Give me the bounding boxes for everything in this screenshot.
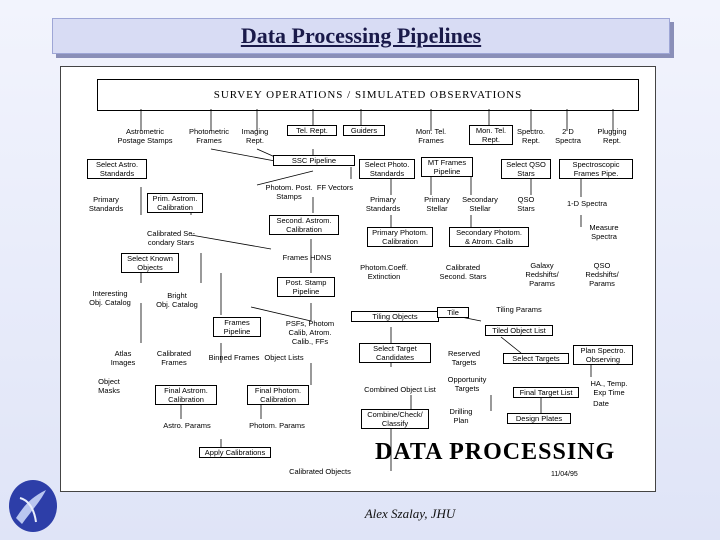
calibrated-second-stars-node: Calibrated Second. Stars	[439, 263, 487, 281]
object-lists-node: Object Lists	[264, 353, 304, 362]
slide-title: Data Processing Pipelines	[52, 18, 670, 54]
imaging-rept-node: Imaging Rept.	[241, 127, 269, 145]
design-plates-node: Design Plates	[507, 413, 571, 424]
select-target-candidates-node: Select Target Candidates	[359, 343, 431, 363]
final-photom-calibration-node: Final Photom. Calibration	[247, 385, 309, 405]
photom-coeff-extinction-node: Photom.Coeff. Extinction	[360, 263, 408, 281]
primary-standards-left-node: Primary Standards	[88, 195, 124, 213]
secondary-stellar-node: Secondary Stellar	[462, 195, 498, 213]
tiling-params-node: Tiling Params	[496, 305, 542, 314]
primary-stellar-node: Primary Stellar	[424, 195, 450, 213]
guiders-node: Guiders	[343, 125, 385, 136]
diagram-date: 11/04/95	[551, 471, 578, 478]
one-d-spectra-node: 1-D Spectra	[566, 199, 608, 208]
combined-object-list-node: Combined Object List	[364, 385, 436, 394]
select-photo-standards-node: Select Photo. Standards	[359, 159, 415, 179]
calibrated-frames-node: Calibrated Frames	[156, 349, 192, 367]
final-target-list-node: Final Target List	[513, 387, 579, 398]
two-d-spectra-node: 2 D Spectra	[555, 127, 581, 145]
survey-operations-banner: SURVEY OPERATIONS / SIMULATED OBSERVATIO…	[97, 79, 639, 111]
data-processing-title: DATA PROCESSING	[375, 439, 616, 465]
ssc-pipeline-node: SSC Pipeline	[273, 155, 355, 166]
drilling-plan-node: Drilling Plan	[449, 407, 473, 425]
primary-standards-mid-node: Primary Standards	[365, 195, 401, 213]
post-stamp-pipeline-node: Post. Stamp Pipeline	[277, 277, 335, 297]
plan-spectro-observing-node: Plan Spectro. Observing	[573, 345, 633, 365]
psfs-photom-calib-node: PSFs, Photom Calib, Atrom. Calib., FFs	[285, 319, 335, 346]
spectro-rept-node: Spectro. Rept.	[517, 127, 545, 145]
galaxy-logo-icon	[9, 480, 57, 532]
date-node: Date	[593, 399, 609, 408]
mt-frames-pipeline-node: MT Frames Pipeline	[421, 157, 473, 177]
final-astrom-calibration-node: Final Astrom. Calibration	[155, 385, 217, 405]
ha-temp-exp-time-node: HA., Temp. Exp Time	[590, 379, 628, 397]
select-qso-stars-node: Select QSO Stars	[501, 159, 551, 179]
apply-calibrations-node: Apply Calibrations	[199, 447, 271, 458]
calibrated-secondary-stars-node: Calibrated Se- condary Stars	[147, 229, 195, 247]
qso-stars-node: QSO Stars	[517, 195, 535, 213]
mon-tel-frames-node: Mon. Tel. Frames	[415, 127, 447, 145]
opportunity-targets-node: Opportunity Targets	[447, 375, 487, 393]
binned-frames-node: Binned Frames	[208, 353, 260, 362]
reserved-targets-node: Reserved Targets	[447, 349, 481, 367]
bright-obj-catalog-node: Bright Obj. Catalog	[156, 291, 198, 309]
astro-params-node: Astro. Params	[163, 421, 211, 430]
photom-post-stamps-node: Photom. Post. Stamps	[265, 183, 313, 201]
primary-photom-calibration-node: Primary Photom. Calibration	[367, 227, 433, 247]
qso-redshifts-node: QSO Redshifts/ Params	[585, 261, 619, 288]
mon-tel-rept-node: Mon. Tel. Rept.	[469, 125, 513, 145]
spectroscopic-frames-pipe-node: Spectroscopic Frames Pipe.	[559, 159, 633, 179]
object-masks-node: Object Masks	[98, 377, 120, 395]
photom-params-node: Photom. Params	[249, 421, 305, 430]
select-known-objects-node: Select Known Objects	[121, 253, 179, 273]
tile-node: Tile	[437, 307, 469, 318]
frames-pipeline-node: Frames Pipeline	[213, 317, 261, 337]
select-astro-standards-node: Select Astro. Standards	[87, 159, 147, 179]
prim-astrom-calibration-node: Prim. Astrom. Calibration	[147, 193, 203, 213]
frames-hdns-node: Frames HDNS	[282, 253, 332, 262]
photometric-frames-node: Photometric Frames	[188, 127, 230, 145]
atlas-images-node: Atlas Images	[110, 349, 136, 367]
interesting-obj-catalog-node: Interesting Obj. Catalog	[89, 289, 131, 307]
tiled-object-list-node: Tiled Object List	[485, 325, 553, 336]
tiling-objects-node: Tiling Objects	[351, 311, 439, 322]
second-astrom-calibration-node: Second. Astrom. Calibration	[269, 215, 339, 235]
plugging-rept-node: Plugging Rept.	[597, 127, 627, 145]
calibrated-objects-node: Calibrated Objects	[289, 467, 351, 476]
tel-rept-node: Tel. Rept.	[287, 125, 337, 136]
measure-spectra-node: Measure Spectra	[589, 223, 619, 241]
galaxy-redshifts-node: Galaxy Redshifts/ Params	[525, 261, 559, 288]
astrometric-postage-stamps-node: Astrometric Postage Stamps	[117, 127, 173, 145]
slide-footer: Alex Szalay, JHU	[364, 506, 456, 521]
pipeline-diagram: SURVEY OPERATIONS / SIMULATED OBSERVATIO…	[60, 66, 656, 492]
select-targets-node: Select Targets	[503, 353, 569, 364]
combine-check-classify-node: Combine/Check/ Classify	[361, 409, 429, 429]
ff-vectors-node: FF Vectors	[316, 183, 354, 192]
secondary-photom-astrom-calib-node: Secondary Photom. & Atrom. Calib	[449, 227, 529, 247]
